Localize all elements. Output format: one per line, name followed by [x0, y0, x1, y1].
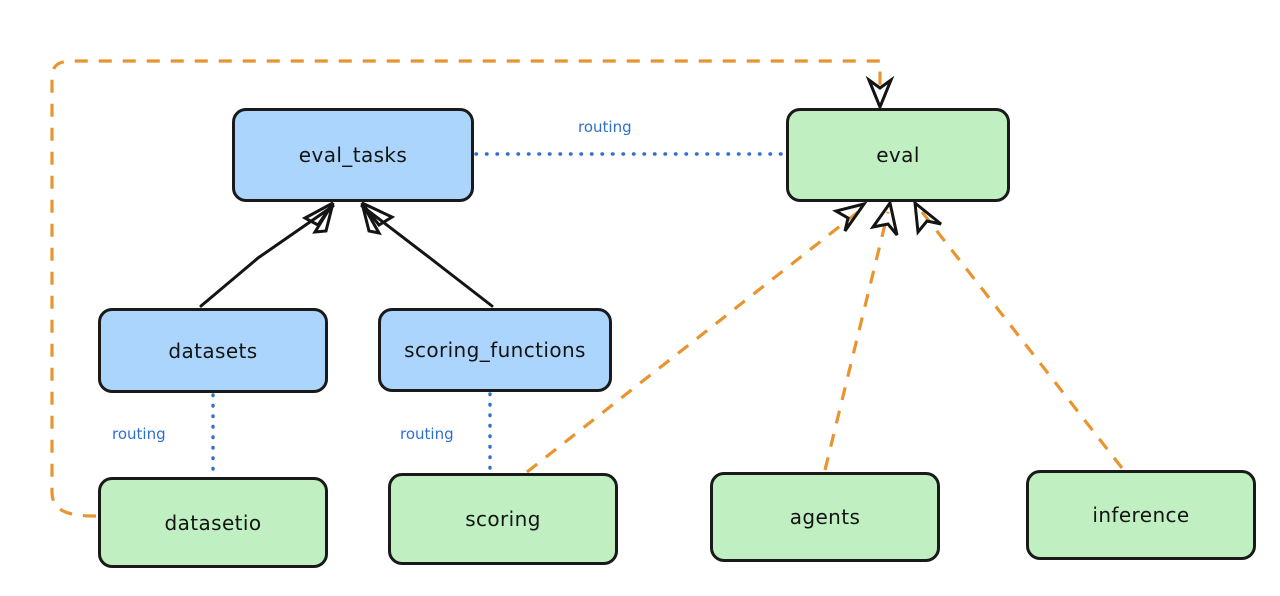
node-agents-label: agents [789, 505, 861, 529]
node-eval-tasks[interactable]: eval_tasks [232, 108, 474, 202]
edge-label-routing-datasets-datasetio: routing [112, 425, 166, 443]
edge-inference-to-eval [913, 199, 1124, 469]
node-eval-label: eval [876, 143, 920, 167]
edge-scoring-functions-to-eval-tasks [360, 201, 494, 308]
edge-label-routing-eval-tasks-eval: routing [578, 118, 632, 136]
node-agents[interactable]: agents [710, 472, 940, 562]
node-datasets[interactable]: datasets [98, 308, 328, 393]
edge-datasets-to-eval-tasks [199, 201, 335, 308]
node-eval-tasks-label: eval_tasks [298, 143, 408, 167]
node-eval[interactable]: eval [786, 108, 1010, 202]
node-datasetio-label: datasetio [164, 510, 262, 535]
edge-scoring-to-eval [526, 201, 868, 474]
node-scoring-label: scoring [465, 507, 541, 531]
node-scoring[interactable]: scoring [388, 473, 618, 565]
node-inference-label: inference [1092, 503, 1190, 527]
node-inference[interactable]: inference [1026, 470, 1256, 560]
node-scoring-functions-label: scoring_functions [404, 338, 586, 362]
node-datasets-label: datasets [168, 338, 258, 363]
edge-agents-to-eval [823, 199, 899, 471]
node-scoring-functions[interactable]: scoring_functions [378, 308, 612, 392]
node-datasetio[interactable]: datasetio [98, 477, 328, 568]
edge-label-routing-scoring-functions-scoring: routing [400, 425, 454, 443]
edge-eval-to-datasetio [50, 59, 895, 518]
